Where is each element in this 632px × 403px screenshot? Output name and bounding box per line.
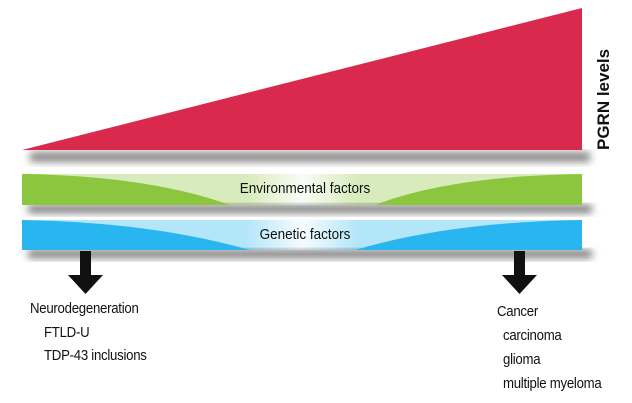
arrow-down-right-icon (502, 251, 537, 294)
cancer-heading: Cancer (497, 303, 538, 320)
gen-bar-shadow (28, 250, 592, 258)
genetic-factors-bar (22, 220, 582, 250)
genetic-factors-label: Genetic factors (259, 226, 351, 243)
outcome-item: glioma (503, 351, 541, 368)
neurodegeneration-heading: Neurodegeneration (30, 300, 139, 317)
pgrn-levels-label: PGRN levels (594, 48, 613, 150)
environmental-factors-bar (22, 174, 582, 205)
outcome-item: carcinoma (503, 327, 562, 344)
arrow-down-left-icon (68, 251, 103, 294)
outcome-item: FTLD-U (44, 324, 90, 341)
outcome-item: TDP-43 inclusions (44, 347, 147, 364)
pgrn-levels-triangle (22, 8, 582, 150)
environmental-factors-label: Environmental factors (239, 180, 371, 197)
triangle-shadow (30, 152, 590, 162)
env-bar-shadow (28, 205, 592, 213)
outcome-item: multiple myeloma (503, 375, 602, 392)
